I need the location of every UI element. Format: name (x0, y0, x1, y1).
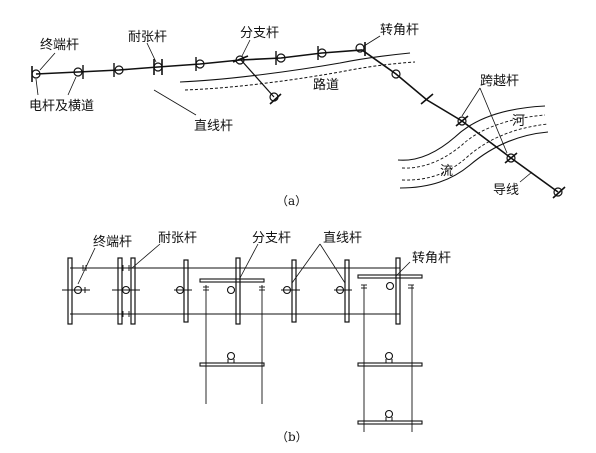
leader-line (519, 171, 533, 183)
label-corner-pole: 转角杆 (380, 23, 419, 38)
label-crossing-pole: 跨越杆 (480, 74, 519, 89)
straight-pole-symbol (174, 259, 192, 323)
leader-line (363, 35, 381, 47)
corner-straight-pole-symbol (357, 351, 423, 367)
leader-line (146, 42, 157, 63)
branch-straight-pole-symbol (199, 351, 265, 367)
leader-line (77, 247, 96, 285)
pole-marker (232, 55, 249, 65)
leader-line (153, 89, 197, 116)
label-river-2: 流 (440, 164, 453, 179)
label-tension-pole: 耐张杆 (128, 30, 167, 45)
leader-line (461, 87, 481, 117)
label-straight-pole: 直线杆 (323, 231, 362, 246)
caption-b: （b） (276, 430, 308, 444)
figure-a: 终端杆 耐张杆 分支杆 转角杆 电杆及横道 直线杆 路道 跨越杆 河 流 导线 … (29, 23, 566, 208)
line-route-main (35, 49, 559, 193)
corner-straight-pole-symbol (357, 409, 423, 425)
label-tension-pole: 耐张杆 (158, 231, 197, 246)
leader-line (39, 52, 56, 71)
label-river-1: 河 (512, 114, 525, 129)
river-dashed-2 (401, 123, 549, 181)
label-corner-pole: 转角杆 (412, 251, 451, 266)
label-terminal-pole: 终端杆 (40, 37, 79, 53)
label-pole-and-crossarm: 电杆及横道 (29, 99, 94, 114)
leader-line (395, 261, 411, 277)
label-branch-pole: 分支杆 (252, 231, 291, 246)
leader-line (241, 39, 251, 57)
leader-line (291, 243, 321, 284)
branch-line (240, 59, 275, 98)
road-upper-line (179, 52, 411, 83)
pole-marker (391, 69, 401, 79)
pole-marker (355, 42, 366, 56)
tension-pole-symbol (112, 257, 140, 325)
pole-marker (455, 115, 469, 127)
label-straight-pole: 直线杆 (194, 119, 233, 134)
leader-line (35, 78, 39, 96)
label-road: 路道 (313, 77, 339, 93)
pole-marker (317, 46, 327, 60)
label-wire: 导线 (493, 183, 519, 198)
leader-line (67, 76, 77, 96)
pole-marker (195, 57, 205, 71)
pole-marker (504, 152, 518, 164)
straight-pole-symbol (334, 259, 352, 323)
terminal-pole-symbol (62, 257, 90, 325)
river-bank-upper (397, 105, 546, 161)
pole-marker (31, 66, 41, 82)
label-terminal-pole: 终端杆 (93, 234, 132, 250)
pole-marker (552, 186, 566, 199)
river-bank-lower (399, 131, 549, 189)
river-dashed-1 (401, 114, 546, 169)
leader-line (319, 243, 346, 284)
leader-line (131, 243, 161, 269)
label-branch-pole: 分支杆 (240, 26, 279, 41)
leader-line (239, 243, 259, 279)
branch-pole-symbol (199, 257, 265, 325)
pole-marker (73, 65, 84, 79)
pole-marker (275, 51, 286, 65)
corner-pole-symbol (357, 257, 423, 325)
caption-a: （a） (276, 194, 307, 208)
figure-b: 终端杆 耐张杆 分支杆 直线杆 转角杆 （b） (62, 231, 451, 444)
pole-marker (113, 63, 124, 77)
leader-line (479, 87, 508, 154)
pole-marker (153, 59, 163, 75)
pole-marker (269, 92, 282, 105)
straight-pole-symbol (281, 259, 300, 323)
road-lower-line (184, 61, 416, 91)
pole-marker (420, 93, 434, 105)
